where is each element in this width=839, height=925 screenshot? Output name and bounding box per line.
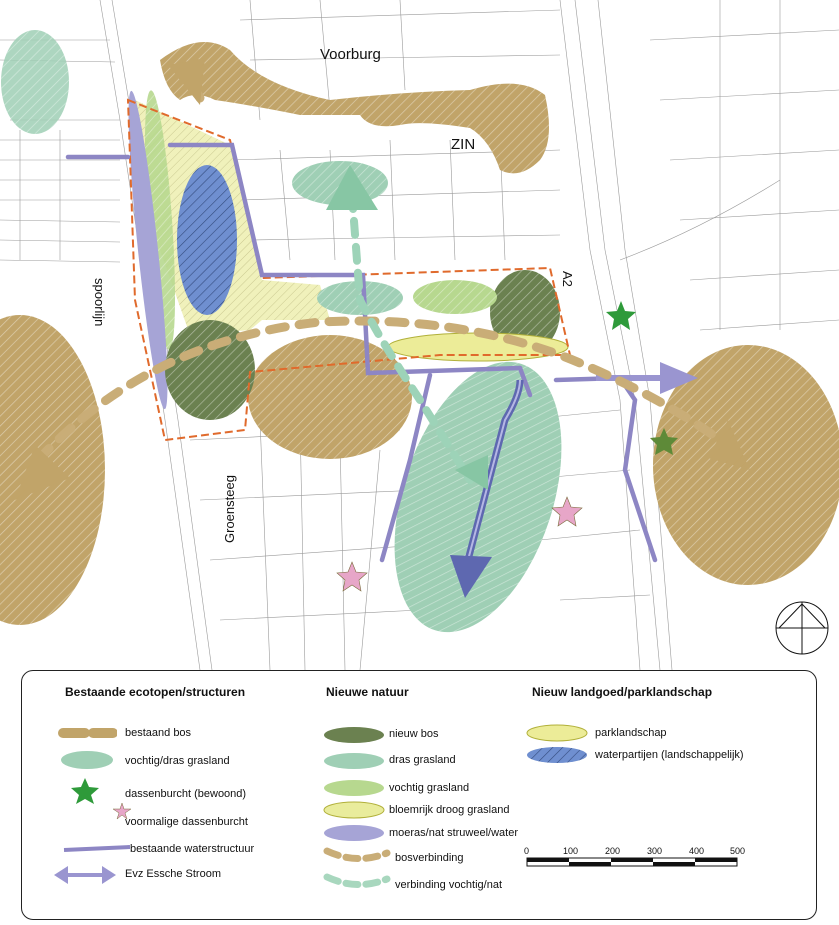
legend-label-forest-connection: bosverbinding bbox=[395, 852, 464, 864]
legend-label-moist-grassland: vochtig grasland bbox=[389, 782, 470, 794]
scale-tick-300: 300 bbox=[647, 846, 663, 856]
legend-label-new-forest: nieuw bos bbox=[389, 728, 439, 740]
forest-arrow-east bbox=[708, 420, 750, 470]
legend-symbol-dras-grassland-icon bbox=[324, 753, 384, 769]
water-channel-arrow bbox=[450, 379, 524, 598]
former-badger-sett-1 bbox=[336, 561, 368, 592]
label-spoorlijn: spoorlijn bbox=[92, 278, 107, 327]
legend-panel: Bestaande ecotopen/structuren Nieuwe nat… bbox=[21, 670, 817, 920]
legend-label-former-badger: voormalige dassenburcht bbox=[125, 816, 248, 828]
legend-label-parkland: parklandschap bbox=[595, 727, 667, 739]
legend-symbol-wet-connection-icon bbox=[323, 873, 391, 888]
legend-heading-new-nature: Nieuwe natuur bbox=[326, 685, 409, 699]
map-canvas bbox=[0, 0, 839, 671]
legend-label-dry-grassland: bloemrijk droog grasland bbox=[389, 804, 510, 816]
badger-sett-inhabited-2 bbox=[650, 428, 678, 455]
legend-symbol-former-badger-star-icon bbox=[112, 802, 132, 820]
legend-symbol-dry-grassland-icon bbox=[323, 801, 385, 819]
legend-symbol-water-structure-icon bbox=[63, 845, 131, 852]
wet-arrow-south bbox=[455, 455, 488, 490]
label-zin: ZIN bbox=[451, 136, 476, 153]
north-arrow-icon bbox=[775, 601, 829, 655]
scale-tick-0: 0 bbox=[524, 846, 530, 856]
legend-symbol-existing-forest-icon bbox=[58, 728, 117, 738]
legend-heading-existing: Bestaande ecotopen/structuren bbox=[65, 685, 246, 699]
legend-symbol-wet-grassland-icon bbox=[61, 751, 113, 769]
legend-symbol-badger-inhabited-star-icon bbox=[71, 778, 99, 804]
legend-label-dras-grassland: dras grasland bbox=[389, 754, 456, 766]
legend-label-existing-forest: bestaand bos bbox=[125, 727, 192, 739]
wet-arrow-north bbox=[326, 165, 378, 210]
wet-connections bbox=[348, 191, 474, 484]
legend-label-wet-grassland: vochtig/dras grasland bbox=[125, 755, 230, 767]
legend-symbol-evz-double-arrow-icon bbox=[54, 866, 116, 884]
marsh-strip bbox=[128, 90, 168, 410]
label-groensteeg: Groensteeg bbox=[222, 475, 237, 543]
forest-arrow-north bbox=[168, 58, 205, 105]
former-badger-sett-2 bbox=[551, 496, 583, 527]
legend-label-marsh: moeras/nat struweel/water bbox=[389, 827, 518, 839]
legend-label-water-structure: bestaande waterstructuur bbox=[130, 843, 255, 855]
legend-heading-new-estate: Nieuw landgoed/parklandschap bbox=[532, 685, 713, 699]
legend-symbol-water-features-icon bbox=[527, 747, 587, 763]
forest-arrow-west bbox=[15, 445, 70, 500]
label-voorburg: Voorburg bbox=[320, 46, 381, 63]
map-area: Voorburg ZIN A2 spoorlijn Groensteeg bbox=[0, 0, 839, 671]
legend-symbol-moist-grassland-icon bbox=[324, 780, 384, 796]
legend-symbol-forest-connection-icon bbox=[323, 847, 391, 862]
legend-label-water-features: waterpartijen (landschappelijk) bbox=[595, 749, 744, 761]
scale-tick-500: 500 bbox=[730, 846, 746, 856]
scale-bar-graphic bbox=[526, 857, 738, 867]
legend-label-badger-inhabited: dassenburcht (bewoond) bbox=[125, 788, 247, 800]
legend-label-evz: Evz Essche Stroom bbox=[125, 868, 221, 880]
scale-tick-200: 200 bbox=[605, 846, 621, 856]
legend-symbol-new-forest-icon bbox=[324, 727, 384, 743]
legend-symbol-parkland-icon bbox=[526, 724, 588, 742]
label-a2: A2 bbox=[560, 271, 575, 287]
scale-tick-100: 100 bbox=[563, 846, 579, 856]
legend-symbol-marsh-icon bbox=[324, 825, 384, 841]
legend-label-wet-connection: verbinding vochtig/nat bbox=[395, 879, 503, 891]
badger-sett-inhabited bbox=[606, 301, 636, 330]
scale-tick-400: 400 bbox=[689, 846, 705, 856]
